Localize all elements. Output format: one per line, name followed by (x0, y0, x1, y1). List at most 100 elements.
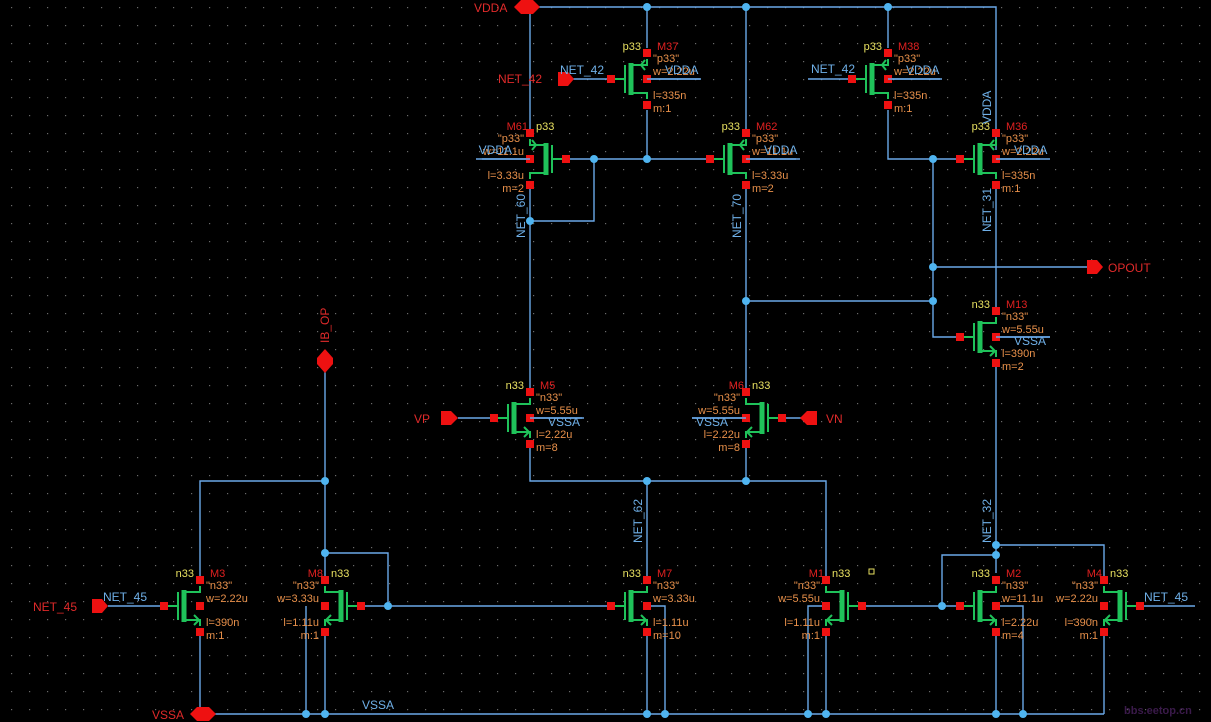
pin-source[interactable] (526, 181, 534, 189)
pin-source[interactable] (196, 628, 204, 636)
pin-drain[interactable] (992, 129, 1000, 137)
grid-dot (749, 655, 751, 657)
pin-source[interactable] (992, 628, 1000, 636)
pin-drain[interactable] (822, 576, 830, 584)
pin-gate[interactable] (490, 414, 498, 422)
grid-dot (263, 619, 265, 621)
port-vssa[interactable]: VSSA (152, 707, 216, 722)
grid-dot (947, 601, 949, 603)
port-ib-op[interactable]: IB_OP (317, 308, 333, 373)
grid-dot (641, 421, 643, 423)
pin-source[interactable] (643, 628, 651, 636)
grid-dot (11, 583, 13, 585)
wire-vdda-rail[interactable] (530, 6, 997, 150)
port-opout[interactable]: OPOUT (1087, 260, 1151, 275)
pin-source[interactable] (822, 628, 830, 636)
pin-drain[interactable] (742, 129, 750, 137)
pin-drain[interactable] (526, 388, 534, 396)
wire[interactable] (996, 605, 1024, 714)
wire[interactable] (887, 110, 972, 160)
pin-body[interactable] (321, 602, 329, 610)
pin-source[interactable] (526, 440, 534, 448)
wire[interactable] (199, 480, 325, 578)
pin-gate[interactable] (706, 155, 714, 163)
pin-drain[interactable] (643, 49, 651, 57)
grid-dot (263, 655, 265, 657)
grid-dot (551, 709, 553, 711)
port-net45[interactable]: NET_45 (33, 599, 108, 614)
pin-source[interactable] (742, 440, 750, 448)
pin-drain[interactable] (992, 576, 1000, 584)
grid-dot (65, 619, 67, 621)
pin-source[interactable] (742, 181, 750, 189)
pin-drain[interactable] (884, 49, 892, 57)
pin-gate[interactable] (562, 155, 570, 163)
pin-body[interactable] (643, 602, 651, 610)
wire[interactable] (996, 544, 1105, 578)
pin-gate[interactable] (607, 75, 615, 83)
length-param: l=3.33u (488, 170, 524, 182)
pin-source[interactable] (992, 181, 1000, 189)
pin-gate[interactable] (778, 414, 786, 422)
wire[interactable] (647, 605, 666, 714)
wire[interactable] (530, 159, 595, 222)
pin-body[interactable] (992, 602, 1000, 610)
port-vdda[interactable]: VDDA (474, 0, 540, 15)
pin-source[interactable] (1100, 628, 1108, 636)
pin-gate[interactable] (858, 602, 866, 610)
pin-gate[interactable] (956, 333, 964, 341)
pin-gate[interactable] (1136, 602, 1144, 610)
pin-source[interactable] (321, 628, 329, 636)
pin-source[interactable] (884, 101, 892, 109)
wire[interactable] (807, 605, 826, 714)
grid-dot (587, 223, 589, 225)
pin-drain[interactable] (321, 576, 329, 584)
pin-body[interactable] (1100, 602, 1108, 610)
pin-source[interactable] (643, 101, 651, 109)
pin-body[interactable] (822, 602, 830, 610)
pin-drain[interactable] (1100, 576, 1108, 584)
wire[interactable] (941, 554, 996, 606)
wire[interactable] (932, 159, 960, 338)
pin-gate[interactable] (160, 602, 168, 610)
grid-dot (1091, 601, 1093, 603)
wire[interactable] (325, 552, 389, 606)
grid-dot (299, 637, 301, 639)
pin-gate[interactable] (848, 75, 856, 83)
pin-drain[interactable] (742, 388, 750, 396)
grid-dot (641, 331, 643, 333)
pin-drain[interactable] (196, 576, 204, 584)
grid-dot (893, 565, 895, 567)
port-net42[interactable]: NET_42 (498, 72, 574, 86)
grid-dot (335, 61, 337, 63)
port-vn[interactable]: VN (800, 411, 843, 426)
pin-drain[interactable] (526, 129, 534, 137)
pin-drain[interactable] (992, 307, 1000, 315)
junction-dot (1019, 710, 1027, 718)
pin-gate[interactable] (956, 155, 964, 163)
pin-gate[interactable] (357, 602, 365, 610)
port-vp[interactable]: VP (414, 411, 458, 426)
grid-dot (389, 295, 391, 297)
pin-body[interactable] (196, 602, 204, 610)
pin-gate[interactable] (607, 602, 615, 610)
pin-gate[interactable] (956, 602, 964, 610)
wire[interactable] (529, 446, 827, 578)
pin-drain[interactable] (643, 576, 651, 584)
pin-source[interactable] (992, 359, 1000, 367)
